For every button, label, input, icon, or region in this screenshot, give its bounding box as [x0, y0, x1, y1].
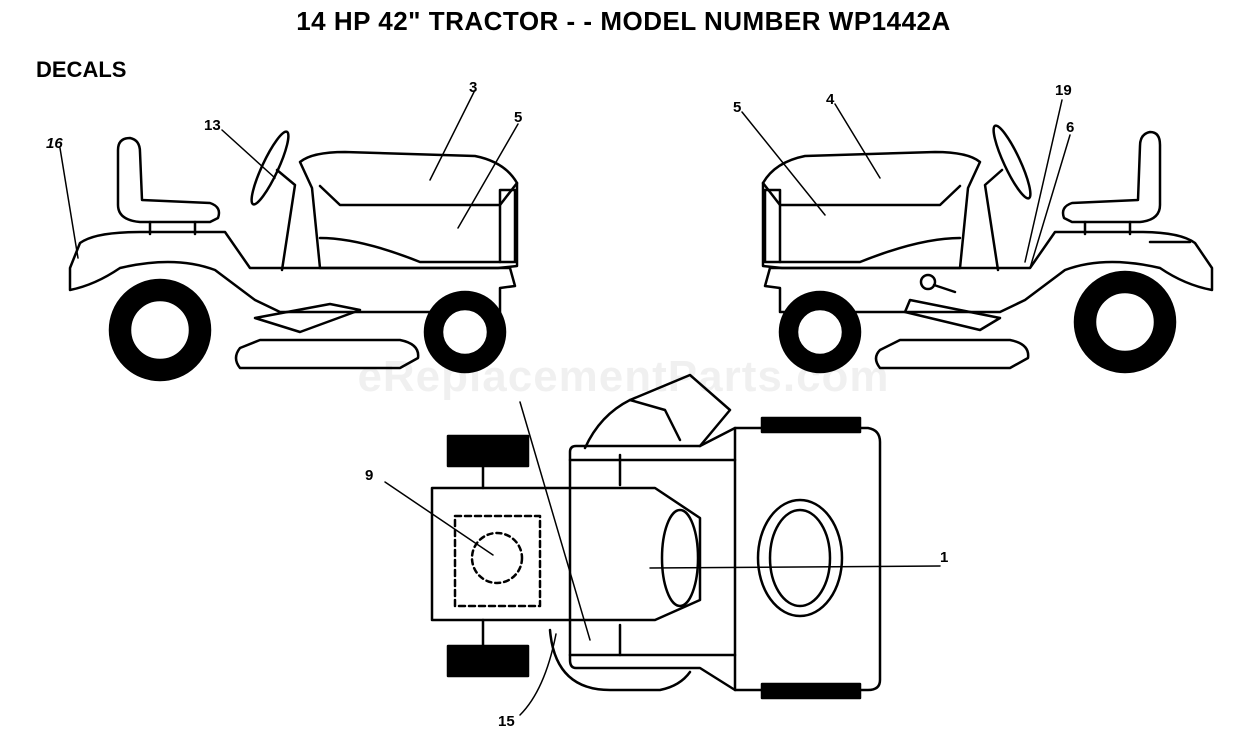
callout-16: 16 — [46, 135, 63, 152]
tractor-left-view — [68, 130, 519, 382]
callout-5-right: 5 — [733, 99, 741, 116]
callout-1: 1 — [940, 549, 948, 566]
leader-lines — [59, 91, 1071, 716]
callout-6: 6 — [1066, 119, 1074, 136]
callout-4: 4 — [826, 91, 835, 108]
callout-15: 15 — [498, 713, 515, 730]
tractor-top-view — [430, 373, 882, 700]
callout-13: 13 — [204, 117, 221, 134]
section-label: DECALS — [36, 57, 127, 82]
callout-5-left: 5 — [514, 109, 522, 126]
page-title: 14 HP 42" TRACTOR - - MODEL NUMBER WP144… — [296, 6, 951, 36]
callout-3: 3 — [469, 79, 477, 96]
callout-9: 9 — [365, 467, 373, 484]
tractor-right-view — [761, 124, 1214, 374]
callout-19: 19 — [1055, 82, 1072, 99]
